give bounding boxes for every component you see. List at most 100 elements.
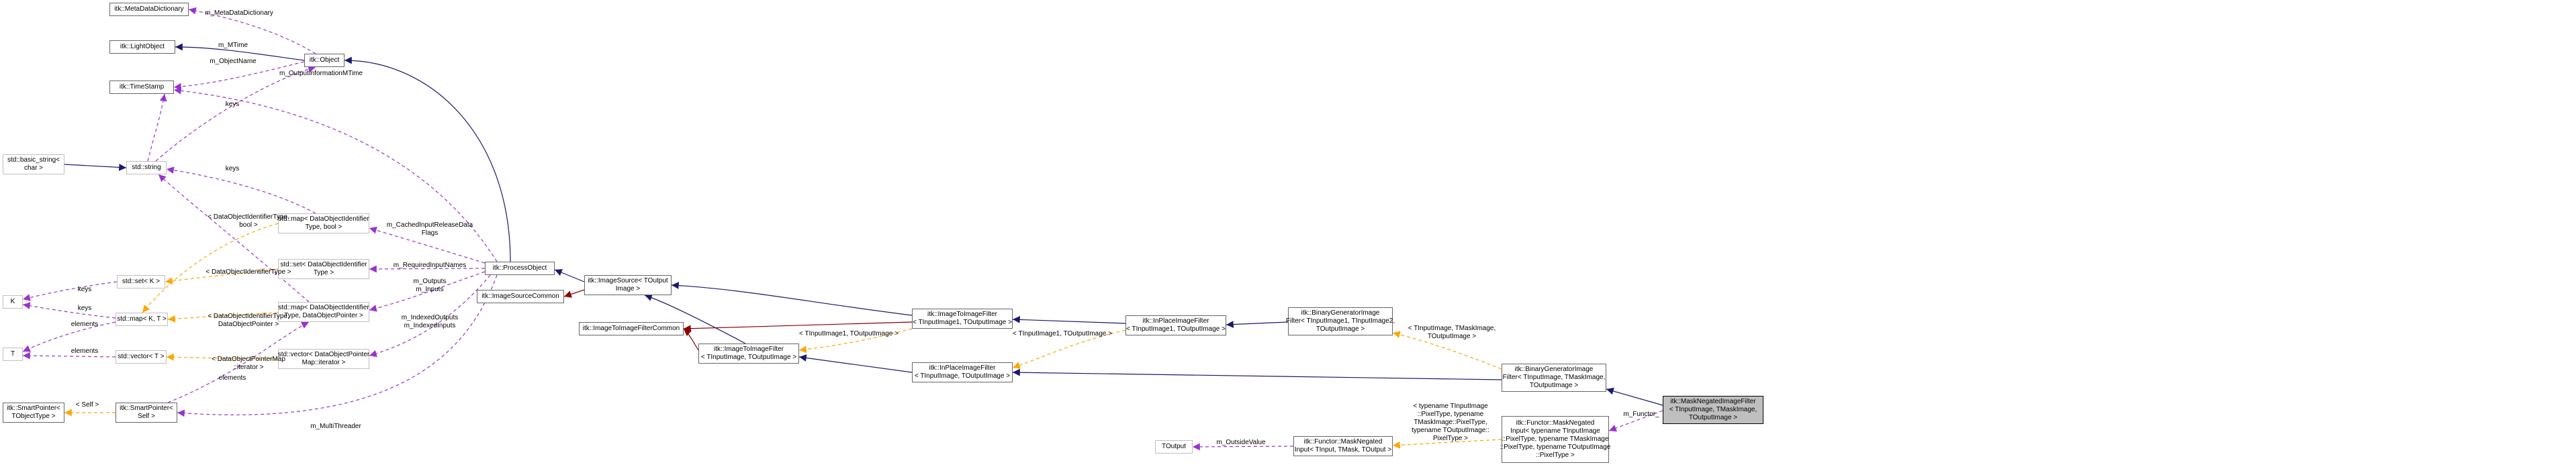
text-line: < DataObjectIdentifierType, bbox=[208, 213, 289, 221]
edge-functortpl-toutput bbox=[1192, 443, 1294, 451]
edge-label-m-requiredinputnames: m_RequiredInputNames bbox=[394, 262, 466, 270]
text-line: Flags bbox=[421, 229, 439, 237]
text-line: elements bbox=[71, 321, 99, 328]
text-line: keys bbox=[77, 286, 92, 293]
edge-label-template-functor: < typename TInputImage::PixelType, typen… bbox=[1412, 403, 1489, 443]
node-mask-negated-image-filter[interactable]: itk::MaskNegatedImageFilter< TInputImage… bbox=[1663, 396, 1763, 424]
edge-label-m-metadatadictionary: m_MetaDataDictionary bbox=[205, 9, 273, 17]
text-line: Input< TInput, TMask, TOutput > bbox=[1294, 446, 1392, 454]
text-line: itk::ImageToImageFilter bbox=[927, 311, 997, 318]
node-image-to-image-filter-common[interactable]: itk::ImageToImageFilterCommon bbox=[579, 322, 684, 335]
text-line: itk::ImageToImageFilterCommon bbox=[582, 325, 680, 332]
text-line: std::set< K > bbox=[122, 278, 160, 285]
edge-mapkt-mappointer bbox=[167, 312, 279, 323]
text-line: DataObjectPointer > bbox=[218, 321, 279, 328]
node-smart-pointer-self[interactable]: itk::SmartPointer<Self > bbox=[116, 403, 177, 423]
text-line: itk::ProcessObject bbox=[492, 264, 547, 272]
node-map-k-t[interactable]: std::map< K, T > bbox=[116, 313, 168, 326]
text-line: Self > bbox=[138, 413, 155, 420]
text-line: itk::MetaDataDictionary bbox=[114, 5, 184, 13]
edge-label-elements-smart-self: elements bbox=[219, 374, 246, 382]
node-std-string[interactable]: std::string bbox=[126, 161, 167, 174]
edge-label-template-pointer-map-iterator: < DataObjectPointerMap::iterator > bbox=[212, 356, 285, 372]
text-line: < DataObjectIdentifierType > bbox=[205, 268, 291, 276]
text-line: itk::SmartPointer< bbox=[120, 405, 173, 412]
text-line: keys bbox=[77, 305, 92, 312]
node-image-source-common[interactable]: itk::ImageSourceCommon bbox=[477, 290, 564, 303]
text-line: elements bbox=[71, 348, 99, 355]
text-line: bool > bbox=[239, 221, 258, 229]
edge-label-elements-vector-t: elements bbox=[71, 348, 99, 356]
node-object[interactable]: itk::Object bbox=[304, 54, 344, 67]
edge-mapkt-k bbox=[22, 302, 116, 319]
text-line: m_Outputs bbox=[413, 278, 447, 285]
node-light-object[interactable]: itk::LightObject bbox=[109, 40, 175, 54]
text-line: std::basic_string< bbox=[7, 156, 60, 164]
edge-inplace1-itif-tpl bbox=[798, 328, 913, 354]
node-vector-t[interactable]: std::vector< T > bbox=[116, 350, 167, 364]
text-line: m_CachedInputReleaseData bbox=[386, 221, 473, 229]
edge-label-m-objectname: m_ObjectName bbox=[210, 58, 256, 66]
node-image-to-image-filter-tinputimage1[interactable]: itk::ImageToImageFilter< TInputImage1, T… bbox=[912, 309, 1013, 329]
node-basic-string[interactable]: std::basic_string<char > bbox=[3, 154, 64, 174]
text-line: Type, bool > bbox=[305, 223, 342, 231]
text-line: < TInputImage, TMaskImage, bbox=[1408, 325, 1496, 332]
text-line: Image > bbox=[615, 285, 641, 293]
text-line: itk::BinaryGeneratorImage bbox=[1301, 309, 1380, 317]
edge-label-keys-map-pointer: keys bbox=[226, 165, 240, 173]
node-image-to-image-filter-tinputimage[interactable]: itk::ImageToImageFilter< TInputImage, TO… bbox=[698, 344, 799, 364]
edge-itif-common bbox=[683, 328, 699, 351]
edge-vectort-t bbox=[22, 352, 116, 360]
edge-label-template-tinputimage1-b: < TInputImage1, TOutputImage > bbox=[1013, 330, 1112, 338]
node-in-place-filter-tinputimage1[interactable]: itk::InPlaceImageFilter< TInputImage1, T… bbox=[1125, 315, 1226, 335]
text-line: < TInputImage1, TOutputImage > bbox=[1126, 325, 1226, 333]
node-time-stamp[interactable]: itk::TimeStamp bbox=[109, 81, 174, 94]
edge-binarygen-inplace bbox=[1012, 368, 1502, 380]
text-line: itk::ImageToImageFilter bbox=[714, 346, 784, 353]
text-line: < TInputImage1, TOutputImage > bbox=[913, 319, 1012, 326]
edge-itif1-common bbox=[683, 321, 913, 333]
edge-setk-setident bbox=[165, 268, 279, 285]
node-process-object[interactable]: itk::ProcessObject bbox=[485, 262, 555, 275]
text-line: < typename TInputImage bbox=[1413, 403, 1488, 410]
text-line: elements bbox=[218, 374, 246, 382]
edge-itif-imagesource bbox=[644, 294, 746, 344]
text-line: < TInputImage, TOutputImage > bbox=[914, 372, 1011, 380]
text-line: typename TOutputImage:: bbox=[1412, 427, 1489, 434]
edge-processobject-vecptr bbox=[369, 274, 491, 358]
text-line: m_OutputInformationMTime bbox=[279, 70, 363, 77]
text-line: keys bbox=[225, 165, 240, 172]
edge-imagesource-processobject bbox=[554, 269, 585, 282]
text-line: itk::SmartPointer< bbox=[7, 405, 60, 412]
edge-label-template-self: < Self > bbox=[76, 401, 99, 409]
edge-label-m-outsidevalue: m_OutsideValue bbox=[1216, 439, 1265, 447]
text-line: itk::TimeStamp bbox=[119, 83, 165, 91]
text-line: Type > bbox=[313, 269, 334, 276]
edge-processobject-smartself bbox=[177, 274, 498, 417]
text-line: itk::Object bbox=[309, 56, 340, 64]
node-meta-data-dictionary[interactable]: itk::MetaDataDictionary bbox=[109, 3, 189, 16]
text-line: itk::InPlaceImageFilter bbox=[929, 364, 996, 372]
node-k[interactable]: K bbox=[3, 295, 23, 309]
node-smart-pointer-tobjecttype[interactable]: itk::SmartPointer<TObjectType > bbox=[3, 403, 64, 423]
edge-label-keys-map-bool: keys bbox=[226, 101, 240, 109]
text-line: Input< typename TInputImage bbox=[1510, 427, 1600, 435]
edge-processobject-mappointer bbox=[369, 271, 486, 312]
node-set-k[interactable]: std::set< K > bbox=[117, 275, 165, 288]
node-toutput[interactable]: TOutput bbox=[1155, 440, 1193, 454]
node-in-place-filter-tinputimage[interactable]: itk::InPlaceImageFilter< TInputImage, TO… bbox=[912, 362, 1013, 382]
text-line: itk::Functor::MaskNegated bbox=[1516, 419, 1595, 427]
node-t[interactable]: T bbox=[3, 348, 23, 361]
text-line: m_OutsideValue bbox=[1216, 439, 1266, 446]
